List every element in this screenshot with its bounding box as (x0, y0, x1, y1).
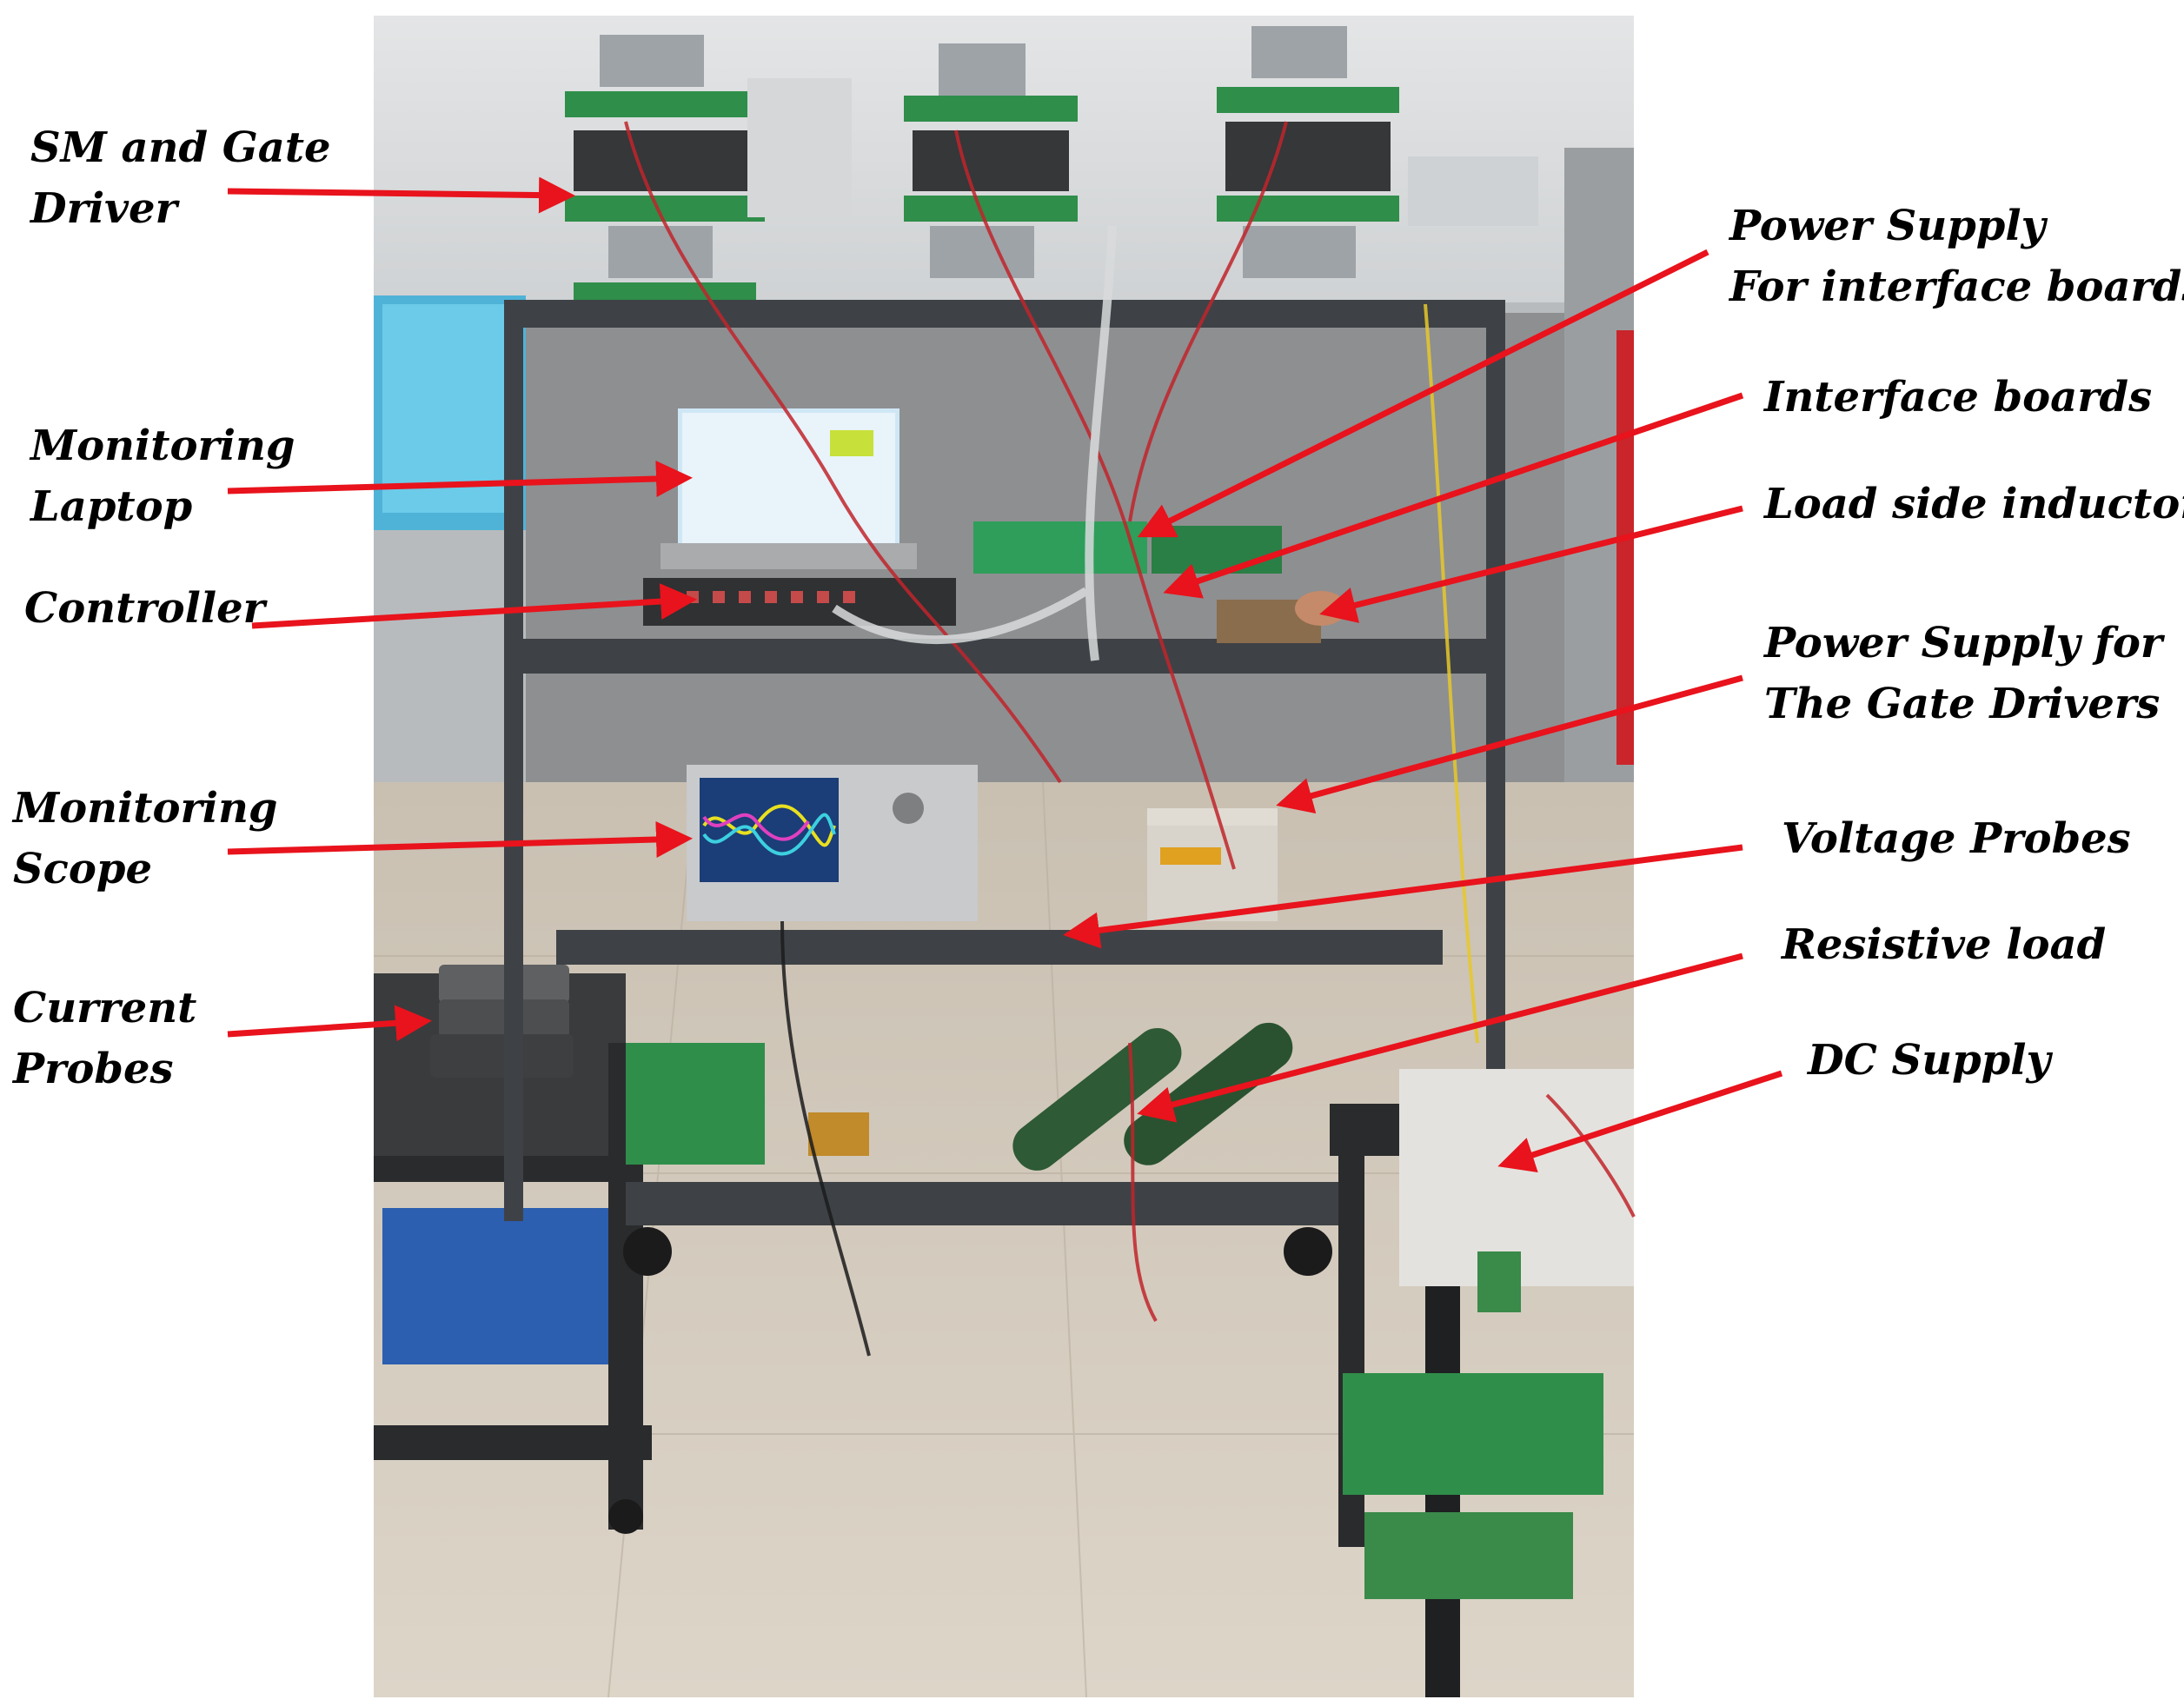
arrow-monitoring-laptop (227, 461, 693, 497)
arrow-load-side-inductors (1319, 505, 1743, 623)
label-line: Power Supply for (1764, 619, 2163, 667)
annotation-arrows (227, 176, 1783, 1173)
arrow-ps-gate-drivers (1276, 674, 1743, 814)
label-line: The Gate Drivers (1764, 680, 2161, 728)
label-line: Driver (30, 184, 177, 233)
label-monitoring-scope: Monitoring Scope (13, 778, 277, 899)
label-line: Load side inductors (1764, 480, 2184, 528)
label-interface-boards: Interface boards (1764, 367, 2152, 428)
label-line: Monitoring (30, 422, 295, 470)
label-current-probes: Current Probes (13, 978, 196, 1099)
arrow-ps-interface-boards (1137, 249, 1709, 538)
label-ps-interface-boards: Power Supply For interface boards (1729, 196, 2184, 317)
arrow-controller (251, 583, 697, 629)
label-dc-supply: DC Supply (1808, 1030, 2050, 1091)
label-sm-gate-driver: SM and Gate Driver (30, 117, 331, 239)
label-line: Resistive load (1782, 920, 2107, 969)
arrow-resistive-load (1137, 953, 1743, 1123)
label-load-side-inductors: Load side inductors (1764, 474, 2184, 534)
label-line: Interface boards (1764, 373, 2153, 422)
arrow-sm-gate-driver (227, 176, 575, 214)
label-monitoring-laptop: Monitoring Laptop (30, 415, 295, 537)
label-line: Current (13, 984, 197, 1032)
label-line: Controller (24, 584, 265, 633)
label-line: Laptop (30, 482, 193, 531)
label-line: Monitoring (13, 784, 278, 833)
label-line: Voltage Probes (1782, 814, 2131, 863)
arrow-dc-supply (1497, 1070, 1783, 1173)
label-ps-gate-drivers: Power Supply for The Gate Drivers (1764, 613, 2162, 734)
arrow-voltage-probes (1063, 844, 1743, 949)
arrow-current-probes (227, 1005, 432, 1042)
label-controller: Controller (24, 578, 265, 639)
arrow-monitoring-scope (227, 821, 693, 858)
label-line: SM and Gate (30, 123, 331, 172)
arrow-interface-boards (1163, 392, 1744, 599)
photo (374, 16, 1636, 1698)
label-resistive-load: Resistive load (1782, 914, 2106, 975)
label-voltage-probes: Voltage Probes (1782, 808, 2131, 869)
label-line: Power Supply (1729, 202, 2046, 250)
label-line: Scope (13, 845, 153, 893)
label-line: Probes (13, 1045, 174, 1093)
label-line: For interface boards (1729, 262, 2184, 311)
label-line: DC Supply (1808, 1036, 2051, 1085)
